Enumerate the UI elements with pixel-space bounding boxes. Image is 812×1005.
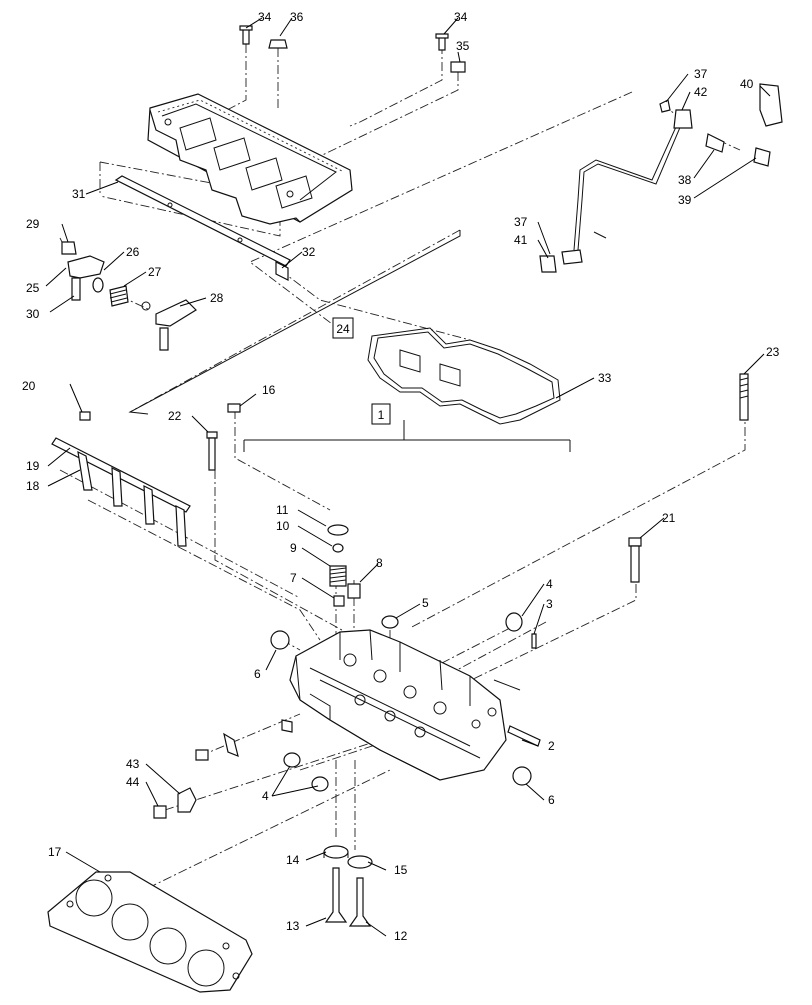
callout-6a: 6 [254, 667, 261, 681]
callout-29: 29 [26, 217, 40, 231]
bracket-lines [128, 230, 571, 452]
callout-27: 27 [148, 265, 162, 279]
rocker-shaft [114, 175, 291, 281]
glow-plug-rail [51, 411, 191, 547]
valve-spring-stack [327, 524, 361, 607]
callout-7: 7 [290, 571, 297, 585]
head-bolts [206, 373, 749, 583]
callout-33: 33 [598, 371, 612, 385]
callout-3: 3 [546, 597, 553, 611]
callout-36: 36 [290, 10, 304, 24]
callout-11: 11 [276, 503, 289, 517]
callout-43: 43 [126, 757, 140, 771]
callout-9: 9 [290, 541, 297, 555]
cover-fasteners [239, 25, 466, 73]
callout-15: 15 [394, 863, 408, 877]
callout-labels: 34 36 34 35 37 42 40 38 39 31 37 41 29 2… [22, 10, 780, 943]
boxed-label-24: 24 [332, 317, 354, 339]
seals-and-plugs [270, 612, 537, 792]
callout-4a: 4 [546, 577, 553, 591]
valves [323, 845, 373, 927]
valve-cover-gasket [367, 327, 561, 425]
valve-cover [147, 93, 353, 225]
callout-20: 20 [22, 379, 36, 393]
callout-13: 13 [286, 919, 300, 933]
callout-2: 2 [548, 739, 555, 753]
callout-26: 26 [126, 245, 140, 259]
callout-22: 22 [168, 409, 182, 423]
callout-31: 31 [72, 187, 86, 201]
callout-16: 16 [262, 383, 276, 397]
boxed-label-1-text: 1 [378, 408, 385, 422]
callout-19: 19 [26, 459, 40, 473]
callout-6b: 6 [548, 793, 555, 807]
callout-35: 35 [456, 39, 470, 53]
callout-23: 23 [766, 345, 780, 359]
head-gasket [47, 871, 253, 993]
callout-21: 21 [662, 511, 676, 525]
callout-41: 41 [514, 233, 528, 247]
boxed-label-24-text: 24 [336, 322, 350, 336]
callout-17: 17 [48, 845, 62, 859]
callout-8: 8 [376, 556, 383, 570]
callout-5: 5 [422, 596, 429, 610]
callout-18: 18 [26, 479, 40, 493]
callout-44: 44 [126, 775, 140, 789]
leader-lines [45, 17, 771, 937]
fuel-pipe [539, 83, 783, 273]
callout-32: 32 [302, 245, 316, 259]
callout-37b: 37 [514, 215, 528, 229]
callout-14: 14 [286, 853, 300, 867]
callout-30: 30 [26, 307, 40, 321]
callout-28: 28 [210, 291, 224, 305]
callout-34a: 34 [258, 10, 272, 24]
callout-37a: 37 [694, 67, 708, 81]
cylinder-head [289, 629, 541, 781]
callout-25: 25 [26, 281, 40, 295]
side-fittings [153, 719, 293, 819]
callout-10: 10 [276, 519, 290, 533]
callout-34b: 34 [454, 10, 468, 24]
callout-40: 40 [740, 77, 754, 91]
rocker-arms [61, 241, 197, 351]
callout-42: 42 [694, 85, 708, 99]
boxed-label-1: 1 [371, 403, 391, 425]
callout-12: 12 [394, 929, 408, 943]
callout-38: 38 [678, 173, 692, 187]
callout-39: 39 [678, 193, 692, 207]
callout-4b: 4 [262, 789, 269, 803]
